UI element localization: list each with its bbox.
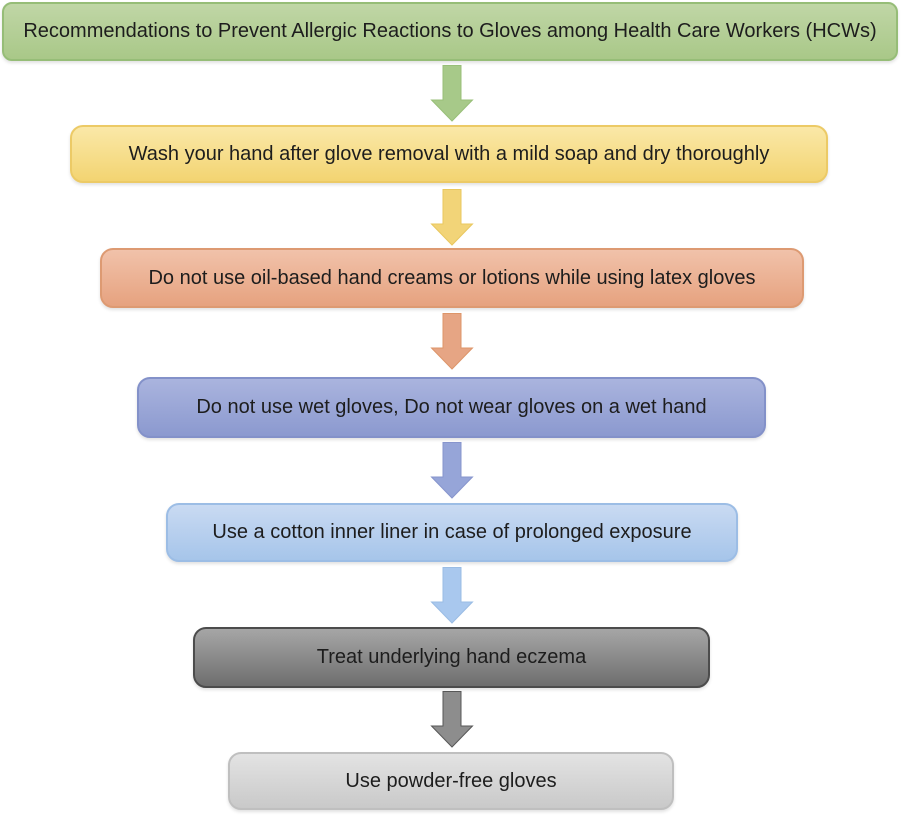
arrow-down-icon: [430, 189, 474, 246]
flow-box-treat-eczema: Treat underlying hand eczema: [193, 627, 710, 688]
flow-box-no-oil-creams: Do not use oil-based hand creams or loti…: [100, 248, 804, 308]
flow-box-wash-hands: Wash your hand after glove removal with …: [70, 125, 828, 183]
flow-box-cotton-liner: Use a cotton inner liner in case of prol…: [166, 503, 738, 562]
arrow-down-icon: [430, 567, 474, 624]
arrow-down-icon: [430, 442, 474, 499]
arrow-down-icon: [430, 691, 474, 748]
flow-box-no-wet-gloves: Do not use wet gloves, Do not wear glove…: [137, 377, 766, 438]
arrow-down-icon: [430, 65, 474, 122]
flow-box-powder-free: Use powder-free gloves: [228, 752, 674, 810]
flow-box-title: Recommendations to Prevent Allergic Reac…: [2, 2, 898, 61]
arrow-down-icon: [430, 313, 474, 370]
